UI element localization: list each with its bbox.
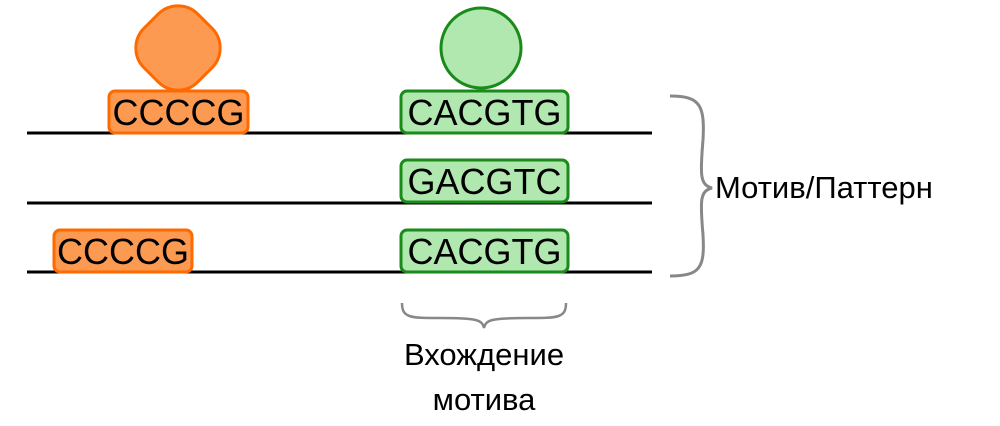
motif-text: CACGTG (407, 92, 561, 133)
motif-box-green: CACGTG (399, 89, 570, 135)
orange-protein-icon (134, 4, 222, 92)
motif-text: GACGTC (407, 161, 561, 202)
bottom-brace-icon (400, 302, 568, 329)
occurrence-label-line1: Вхождение (404, 337, 564, 372)
occurrence-label-line2: мотива (433, 382, 537, 417)
motif-text: CCCCG (57, 231, 189, 272)
motif-text: CACGTG (407, 231, 561, 272)
motif-box-green: CACGTG (399, 228, 570, 274)
right-brace-icon (669, 94, 713, 278)
motif-box-orange: CCCCG (52, 228, 194, 274)
green-protein-icon (439, 6, 523, 90)
motif-text: CCCCG (113, 92, 245, 133)
motif-box-orange: CCCCG (107, 89, 250, 135)
motif-box-green: GACGTC (399, 158, 570, 204)
motif-pattern-label: Мотив/Паттерн (715, 170, 933, 205)
